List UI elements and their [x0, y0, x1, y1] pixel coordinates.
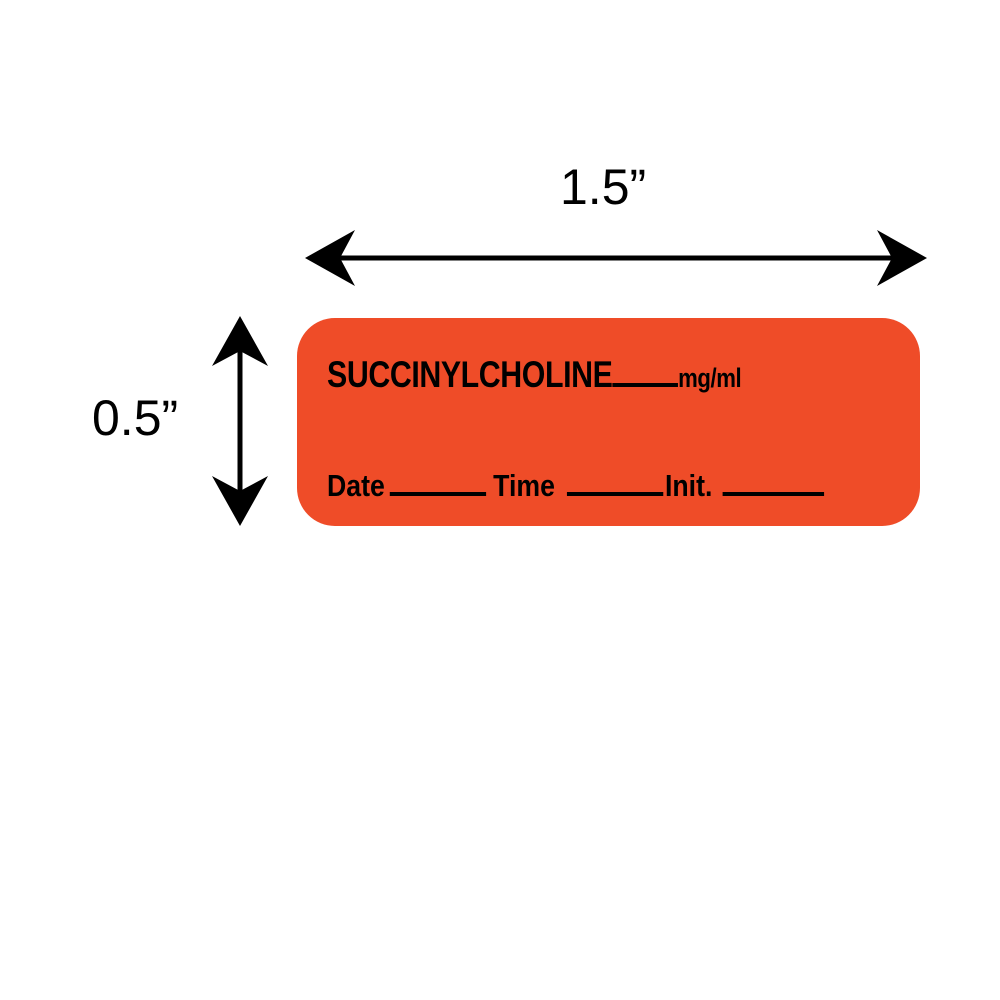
height-arrow-icon [212, 316, 268, 526]
fields-line: Date Time Init. [327, 468, 825, 504]
date-blank [389, 492, 487, 496]
drug-name-line: SUCCINYLCHOLINE mg/ml [327, 354, 742, 396]
width-dimension-label: 1.5” [560, 159, 647, 215]
init-field-label: Init. [664, 468, 713, 503]
time-field-label: Time [493, 468, 555, 503]
unit-text: mg/ml [678, 363, 742, 393]
medication-label: SUCCINYLCHOLINE mg/ml Date Time Init. [297, 318, 920, 526]
height-dimension-label: 0.5” [92, 390, 179, 446]
init-blank [722, 492, 825, 496]
time-blank [566, 492, 664, 496]
width-arrow-icon [305, 230, 927, 286]
drug-name: SUCCINYLCHOLINE [327, 354, 613, 395]
date-field-label: Date [327, 468, 385, 503]
concentration-blank [612, 383, 679, 387]
